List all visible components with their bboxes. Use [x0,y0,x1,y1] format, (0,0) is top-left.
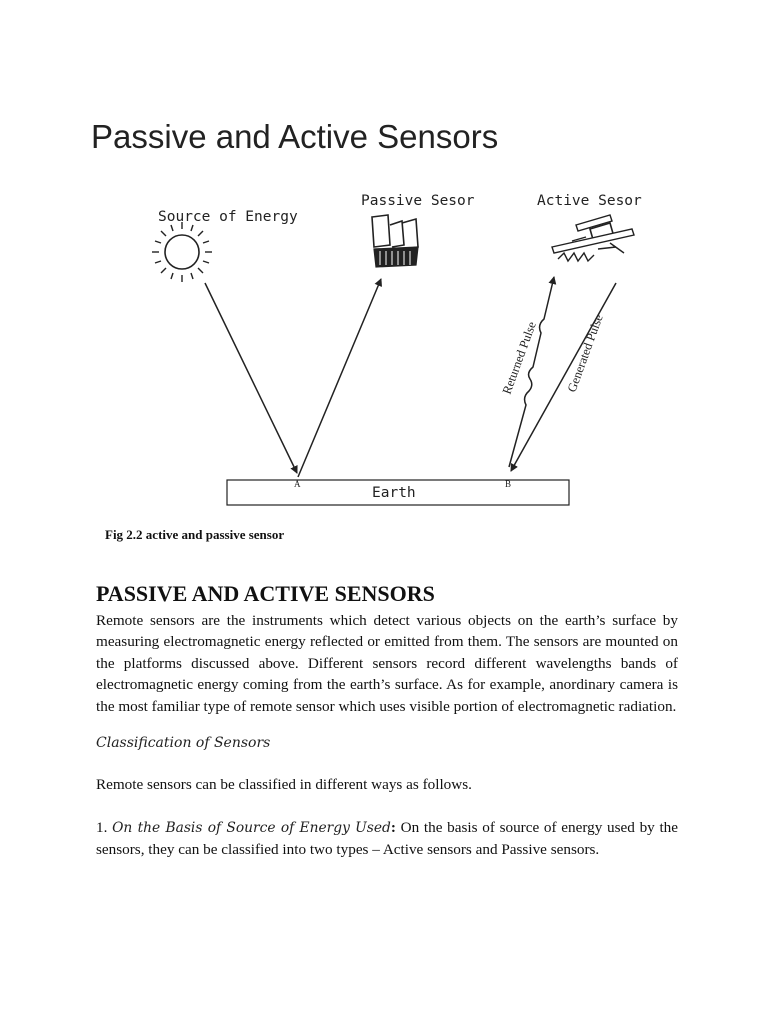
section-heading: PASSIVE AND ACTIVE SENSORS [96,581,435,606]
intro-line: Remote sensors can be classified in diff… [96,776,472,793]
point-a-label: A [294,479,301,489]
generated-pulse-line [510,282,617,472]
item-colon: : [390,819,396,836]
passive-sensor-icon [371,214,419,268]
reflected-ray [297,278,382,478]
item-text: On the basis of source of energy used by… [96,819,679,858]
body-paragraph: Remote sensors are the instruments which… [96,612,678,715]
earth-label: Earth [372,485,416,501]
earth-box [226,479,570,506]
classification-subheading: Classification of Sensors [96,735,271,751]
sensor-diagram-svg: Source of Energy Passive Sesor Active Se… [152,193,642,506]
page-title: Passive and Active Sensors [91,118,499,155]
active-sensor-label: Active Sesor [537,193,642,209]
returned-pulse-line [508,276,557,468]
incident-ray [204,282,298,474]
source-of-energy-label: Source of Energy [158,209,298,225]
returned-pulse-label: Returned Pulse [500,319,539,396]
item-label: On the Basis of Source of Energy Used [112,820,391,836]
sun-icon [152,222,212,282]
classification-item: 1. On the Basis of Source of Energy Used… [96,817,678,860]
figure-caption: Fig 2.2 active and passive sensor [105,527,285,542]
point-b-label: B [505,479,511,489]
sensor-diagram: Source of Energy Passive Sesor Active Se… [140,185,660,515]
generated-pulse-label: Generated Pulse [565,312,606,394]
active-sensor-icon [551,214,635,263]
item-number: 1. [96,819,113,836]
passive-sensor-label: Passive Sesor [361,193,475,209]
